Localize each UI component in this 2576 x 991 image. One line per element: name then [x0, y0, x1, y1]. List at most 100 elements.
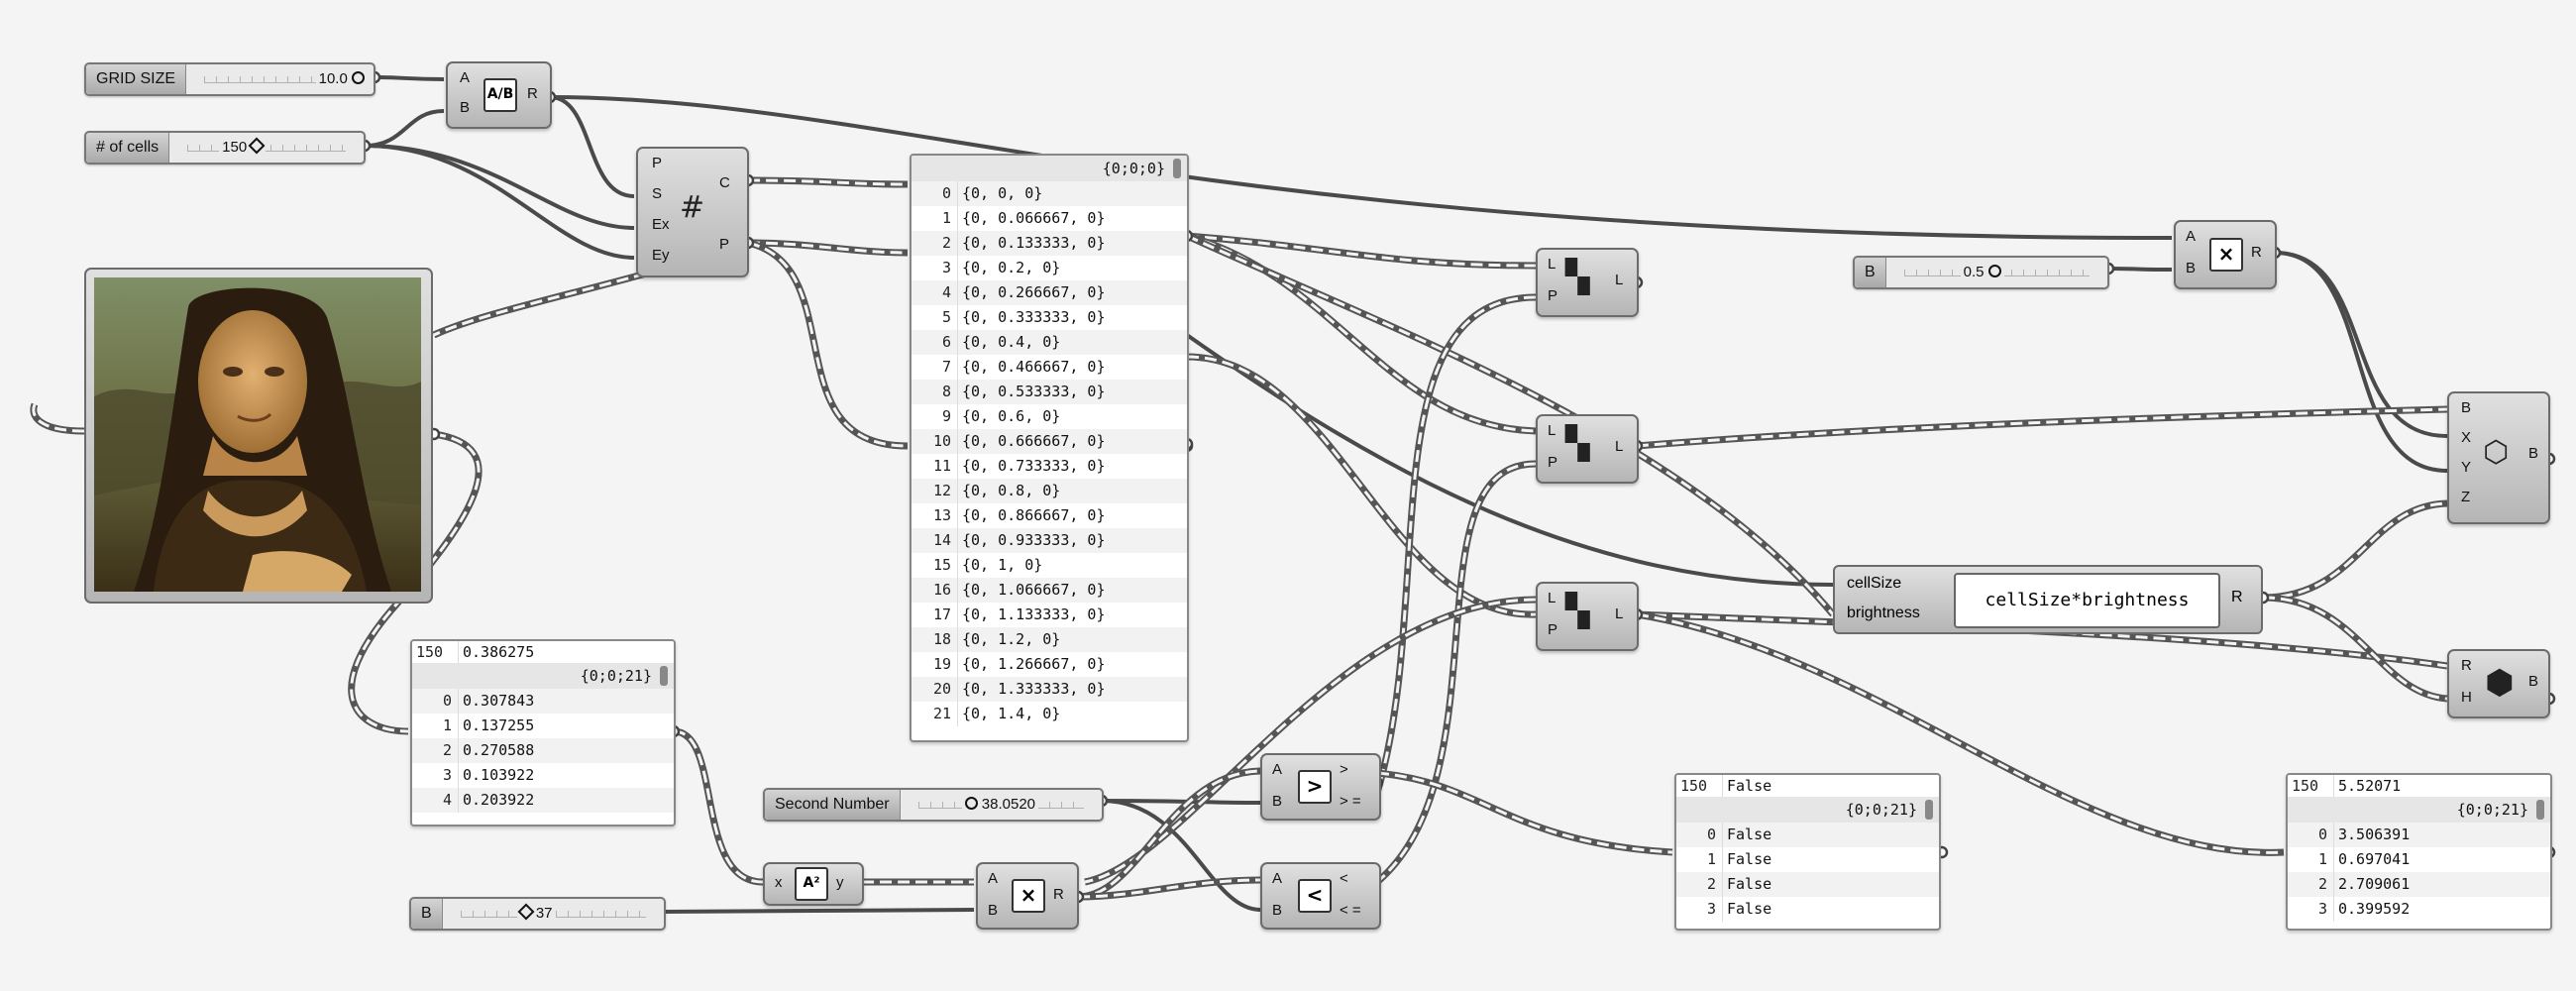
input-a[interactable]: A [2186, 228, 2197, 245]
input-h[interactable]: H [2461, 689, 2472, 706]
smaller-than-component[interactable]: A B < < < = [1260, 862, 1381, 930]
panel-count: 150 [416, 643, 444, 661]
input-b[interactable]: B [2186, 260, 2197, 276]
input-a[interactable]: A [460, 69, 471, 86]
second-number-slider[interactable]: Second Number 38.0520 [763, 788, 1104, 822]
output-c[interactable]: C [719, 174, 730, 191]
input-cellsize[interactable]: cellSize [1847, 575, 1902, 592]
input-x[interactable]: x [775, 874, 783, 891]
expression-component[interactable]: cellSize brightness cellSize*brightness … [1833, 565, 2263, 634]
panel-count: 150 [1680, 777, 1708, 795]
slider-track[interactable]: 0.5 [1886, 258, 2107, 287]
slider-knob-icon[interactable] [352, 71, 365, 84]
panel-row: 14{0, 0.933333, 0} [912, 528, 1187, 553]
cull-pattern-component-2[interactable]: L P ▚ L [1536, 414, 1639, 484]
input-b[interactable]: B [1272, 793, 1283, 810]
output-b[interactable]: B [2528, 445, 2539, 462]
input-b[interactable]: B [2461, 399, 2472, 416]
input-p[interactable]: P [652, 155, 663, 171]
b-half-slider[interactable]: B 0.5 [1853, 256, 2109, 289]
scrollbar[interactable] [660, 666, 668, 686]
input-a[interactable]: A [1272, 761, 1283, 778]
panel-row: 1{0, 0.066667, 0} [912, 206, 1187, 231]
polygon-component[interactable]: R H ⬢ B [2447, 649, 2550, 718]
points-panel[interactable]: {0;0;0} 0{0, 0, 0}1{0, 0.066667, 0}2{0, … [910, 154, 1189, 742]
input-brightness[interactable]: brightness [1847, 605, 1920, 621]
slider-track[interactable]: 37 [443, 899, 664, 929]
input-b[interactable]: B [988, 902, 999, 919]
input-b[interactable]: B [1272, 902, 1283, 919]
scrollbar[interactable] [1925, 800, 1933, 820]
input-l[interactable]: L [1548, 422, 1556, 439]
input-l[interactable]: L [1548, 256, 1556, 273]
row-value: {0, 0.533333, 0} [957, 380, 1106, 404]
row-value: {0, 0, 0} [957, 181, 1042, 206]
image-sampler-component[interactable] [84, 268, 433, 604]
slider-knob-icon[interactable] [517, 903, 535, 921]
input-s[interactable]: S [652, 185, 663, 202]
output-r[interactable]: R [2231, 589, 2243, 606]
slider-knob-icon[interactable] [1987, 265, 2001, 277]
cull-pattern-component-3[interactable]: L P ▚ L [1536, 582, 1639, 651]
b-37-slider[interactable]: B 37 [409, 897, 666, 931]
output-y[interactable]: y [836, 874, 844, 891]
larger-than-component[interactable]: A B > > > = [1260, 753, 1381, 821]
output-gt[interactable]: > [1340, 761, 1348, 778]
square-component[interactable]: x A² y [763, 862, 864, 906]
grid-size-slider[interactable]: GRID SIZE 10.0 [84, 62, 376, 96]
input-x[interactable]: X [2461, 429, 2472, 446]
output-r[interactable]: R [2251, 244, 2262, 261]
output-r[interactable]: R [1053, 886, 1064, 903]
input-r[interactable]: R [2461, 657, 2472, 674]
dashed-wires [30, 176, 2448, 901]
center-box-component[interactable]: B X Y Z ⬡ B [2447, 391, 2550, 524]
output-b[interactable]: B [2528, 673, 2539, 690]
output-l[interactable]: L [1615, 438, 1624, 455]
input-p[interactable]: P [1548, 621, 1558, 638]
slider-knob-icon[interactable] [964, 797, 978, 810]
cull-pattern-component-1[interactable]: L P ▚ L [1536, 248, 1639, 317]
scrollbar[interactable] [2536, 800, 2544, 820]
output-l[interactable]: L [1615, 606, 1624, 622]
input-p[interactable]: P [1548, 454, 1558, 471]
input-b[interactable]: B [460, 99, 471, 116]
row-value: {0, 0.4, 0} [957, 330, 1060, 355]
output-le[interactable]: < = [1340, 902, 1361, 919]
output-lt[interactable]: < [1340, 870, 1348, 887]
input-l[interactable]: L [1548, 590, 1556, 606]
row-value: {0, 0.8, 0} [957, 479, 1060, 503]
expression-text[interactable]: cellSize*brightness [1954, 573, 2220, 628]
output-p[interactable]: P [719, 236, 730, 253]
output-ge[interactable]: > = [1340, 793, 1361, 810]
slider-track[interactable]: 38.0520 [901, 790, 1102, 820]
input-p[interactable]: P [1548, 287, 1558, 304]
input-a[interactable]: A [988, 870, 999, 887]
row-index: 1 [941, 209, 951, 227]
row-index: 1 [2317, 850, 2327, 868]
input-ex[interactable]: Ex [652, 216, 670, 233]
input-y[interactable]: Y [2461, 459, 2472, 476]
input-z[interactable]: Z [2461, 489, 2471, 505]
output-l[interactable]: L [1615, 272, 1624, 288]
output-r[interactable]: R [527, 85, 538, 102]
slider-knob-icon[interactable] [248, 137, 266, 155]
row-value: {0, 0.266667, 0} [957, 280, 1106, 305]
division-component[interactable]: A B A/B R [446, 61, 552, 129]
row-index: 4 [442, 791, 452, 809]
scrollbar[interactable] [1173, 159, 1181, 178]
input-a[interactable]: A [1272, 870, 1283, 887]
slider-track[interactable]: 10.0 [186, 64, 374, 94]
slider-track[interactable]: 150 [169, 133, 364, 163]
multiply-component-top[interactable]: A B × R [2174, 220, 2277, 289]
slider-label: # of cells [86, 133, 170, 163]
multiply-component-bottom[interactable]: A B × R [976, 862, 1079, 930]
square-grid-component[interactable]: P S Ex Ey # C P [636, 147, 749, 277]
panel-row: 17{0, 1.133333, 0} [912, 603, 1187, 627]
num-cells-slider[interactable]: # of cells 150 [84, 131, 366, 165]
input-ey[interactable]: Ey [652, 247, 670, 264]
